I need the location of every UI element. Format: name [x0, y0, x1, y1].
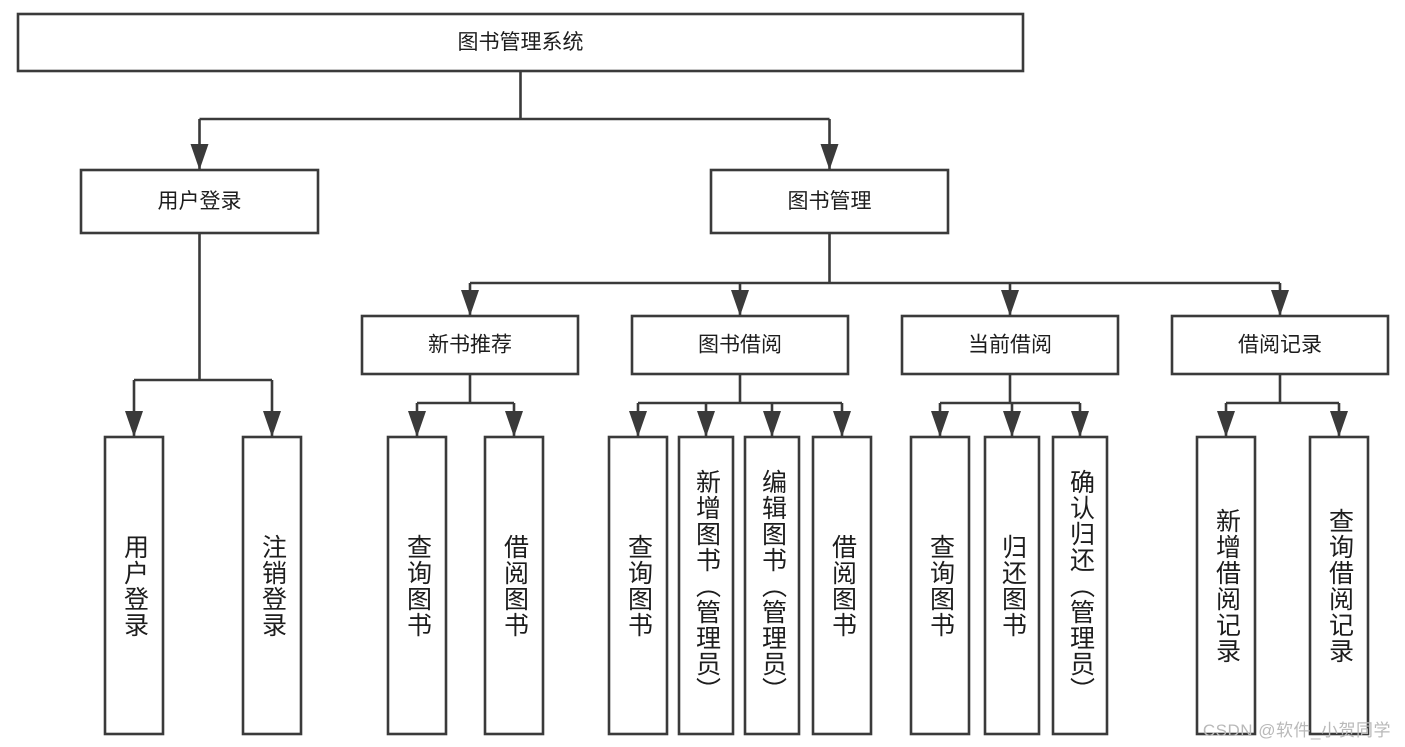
boxes-layer — [16, 12, 1390, 736]
node-box-leaf-record-query[interactable] — [1308, 435, 1370, 736]
node-box-leaf-record-add[interactable] — [1195, 435, 1257, 736]
node-box-leaf-borrow-add-book[interactable] — [677, 435, 735, 736]
node-box-leaf-current-query-book[interactable] — [909, 435, 971, 736]
node-label-book-manage: 图书管理 — [788, 190, 872, 213]
arrow-head-icon — [1330, 411, 1348, 437]
arrow-head-icon — [820, 144, 839, 170]
node-box-leaf-borrow-edit-book[interactable] — [743, 435, 801, 736]
node-box-leaf-user-logout[interactable] — [241, 435, 303, 736]
arrow-head-icon — [833, 411, 851, 437]
arrow-head-icon — [697, 411, 715, 437]
node-box-book-manage[interactable] — [709, 168, 950, 235]
arrow-head-icon — [505, 411, 523, 437]
arrow-head-icon — [731, 290, 749, 316]
node-box-book-borrow[interactable] — [630, 314, 850, 376]
arrow-head-icon — [1217, 411, 1235, 437]
connectors-layer — [125, 71, 1348, 437]
node-box-current-borrow[interactable] — [900, 314, 1120, 376]
node-box-new-book-recommend[interactable] — [360, 314, 580, 376]
node-box-leaf-rec-borrow-book[interactable] — [483, 435, 545, 736]
node-label-user-login: 用户登录 — [158, 190, 242, 213]
arrow-head-icon — [1003, 411, 1021, 437]
node-box-borrow-record[interactable] — [1170, 314, 1390, 376]
arrow-head-icon — [408, 411, 426, 437]
arrow-head-icon — [1071, 411, 1089, 437]
arrow-head-icon — [931, 411, 949, 437]
node-box-leaf-rec-query-book[interactable] — [386, 435, 448, 736]
node-label-current-borrow: 当前借阅 — [968, 334, 1052, 357]
arrow-head-icon — [190, 144, 209, 170]
node-box-leaf-current-confirm-return[interactable] — [1051, 435, 1109, 736]
arrow-head-icon — [1001, 290, 1019, 316]
arrow-head-icon — [263, 411, 281, 437]
arrow-head-icon — [461, 290, 479, 316]
node-label-new-book-recommend: 新书推荐 — [428, 334, 512, 357]
node-box-leaf-user-login[interactable] — [103, 435, 165, 736]
node-label-borrow-record: 借阅记录 — [1238, 334, 1322, 357]
node-box-leaf-current-return-book[interactable] — [983, 435, 1041, 736]
node-label-root: 图书管理系统 — [458, 31, 584, 54]
arrow-head-icon — [763, 411, 781, 437]
arrow-head-icon — [125, 411, 143, 437]
arrow-head-icon — [629, 411, 647, 437]
node-box-root[interactable] — [16, 12, 1025, 73]
node-box-leaf-borrow-borrow-book[interactable] — [811, 435, 873, 736]
node-box-leaf-borrow-query-book[interactable] — [607, 435, 669, 736]
node-label-book-borrow: 图书借阅 — [698, 334, 782, 357]
node-box-user-login[interactable] — [79, 168, 320, 235]
arrow-head-icon — [1271, 290, 1289, 316]
